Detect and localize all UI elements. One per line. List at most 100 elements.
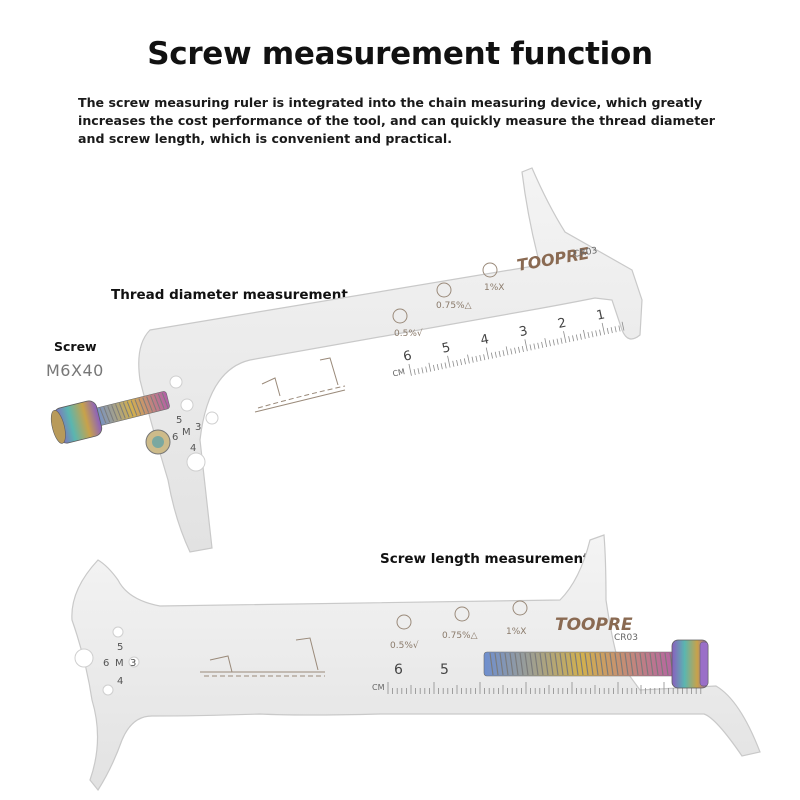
screw-thread	[599, 652, 604, 676]
ruler-tick	[447, 355, 451, 368]
hole-size-m: M	[115, 658, 124, 669]
screw-thread	[122, 402, 130, 418]
thread-diameter-label: Thread diameter measurement	[111, 287, 348, 303]
ruler-label: 2	[556, 316, 567, 332]
screw-thread	[115, 404, 122, 420]
screw-thread	[499, 652, 504, 676]
screw-thread	[157, 393, 165, 409]
ruler-label: 5	[440, 662, 449, 678]
screw-thread	[524, 652, 529, 676]
ruler-tick	[456, 359, 459, 366]
screw-thread	[559, 652, 564, 676]
screw-thread	[138, 398, 146, 414]
ruler-tick	[510, 348, 513, 355]
ruler-tick	[556, 338, 559, 345]
hole-size-5: 5	[176, 415, 182, 426]
ruler-tick	[544, 338, 548, 348]
screw-thread	[589, 652, 594, 676]
ruler-tick	[413, 368, 416, 376]
bottom-brand-logo: TOOPRE	[555, 615, 633, 635]
screw-thread	[161, 392, 169, 408]
top-screw-illustration	[50, 391, 171, 455]
screw-thread	[554, 652, 559, 676]
ruler-tick	[560, 337, 563, 344]
screw-thread	[107, 406, 115, 422]
ruler-tick	[467, 354, 470, 364]
bottom-wear-icons	[396, 600, 528, 630]
ruler-tick	[483, 354, 486, 361]
screw-thread	[111, 405, 118, 421]
top-chain-engraving	[254, 357, 346, 413]
ruler-tick	[621, 321, 625, 331]
ruler-tick	[618, 325, 621, 332]
screw-thread	[99, 408, 107, 424]
screw-thread	[594, 652, 599, 676]
hole-size-4: 4	[117, 676, 123, 687]
screw-thread	[624, 652, 629, 676]
screw-thread	[569, 652, 574, 676]
ruler-tick	[440, 363, 443, 370]
ruler-label: 6	[394, 662, 403, 678]
screw-thread	[494, 652, 499, 676]
ruler-tick	[614, 326, 617, 333]
screw-thread	[584, 652, 589, 676]
ruler-tick	[591, 331, 594, 338]
ruler-tick	[494, 351, 497, 358]
hole-size-3: 3	[130, 658, 136, 669]
screw-thread	[639, 652, 644, 676]
ruler-tick	[548, 340, 551, 347]
ruler-tick	[575, 334, 578, 341]
ruler-label: 6	[402, 348, 413, 364]
wear-label-1: 1%X	[484, 283, 504, 293]
hole-size-4: 4	[190, 443, 196, 454]
screw-thread	[489, 652, 494, 676]
ruler-tick	[498, 350, 501, 357]
wear-label-1: 1%X	[506, 627, 526, 637]
ruler-label: 3	[518, 324, 529, 340]
ruler-label: 1	[595, 307, 606, 323]
hole-size-3: 3	[195, 422, 201, 433]
ruler-tick	[408, 363, 412, 376]
screw-thread	[539, 652, 544, 676]
screw-thread	[153, 394, 161, 410]
top-model-label: CR03	[573, 246, 598, 260]
ruler-tick	[521, 345, 524, 353]
ruler-tick	[502, 350, 505, 357]
ruler-tick	[428, 362, 432, 372]
screw-thread	[142, 397, 150, 413]
ruler-tick	[572, 335, 575, 342]
bottom-hole-size-labels: 5 6 M 3 4	[103, 642, 136, 687]
ruler-tick	[417, 368, 420, 375]
ruler-tick	[517, 346, 521, 353]
wear-label-05: 0.5%√	[390, 640, 419, 651]
screw-thread	[649, 652, 654, 676]
ruler-tick	[541, 341, 544, 348]
screw-thread	[509, 652, 514, 676]
top-wear-icons	[392, 262, 498, 324]
screw-thread	[664, 652, 669, 676]
screw-thread	[534, 652, 539, 676]
bottom-tool-body	[71, 534, 761, 792]
screw-thread	[614, 652, 619, 676]
screw-thread	[529, 652, 534, 676]
screw-thread	[103, 407, 111, 423]
screw-thread	[644, 652, 649, 676]
screw-thread	[609, 652, 614, 676]
top-wear-labels: 0.5%√ 0.75%△ 1%X	[394, 283, 504, 339]
ruler-tick	[606, 327, 609, 334]
ruler-tick	[583, 329, 586, 339]
screw-thread	[654, 652, 659, 676]
ruler-tick	[601, 322, 606, 335]
ruler-tick	[444, 362, 447, 369]
bottom-screw-illustration	[483, 639, 709, 689]
screw-thread	[634, 652, 639, 676]
ruler-tick	[460, 359, 463, 366]
screw-thread	[130, 400, 138, 416]
ruler-label: 5	[441, 340, 452, 356]
screw-thread	[118, 403, 126, 419]
screw-thread	[619, 652, 624, 676]
hole-size-m: M	[182, 427, 191, 438]
ruler-tick	[421, 367, 424, 374]
ruler-tick	[436, 364, 439, 371]
